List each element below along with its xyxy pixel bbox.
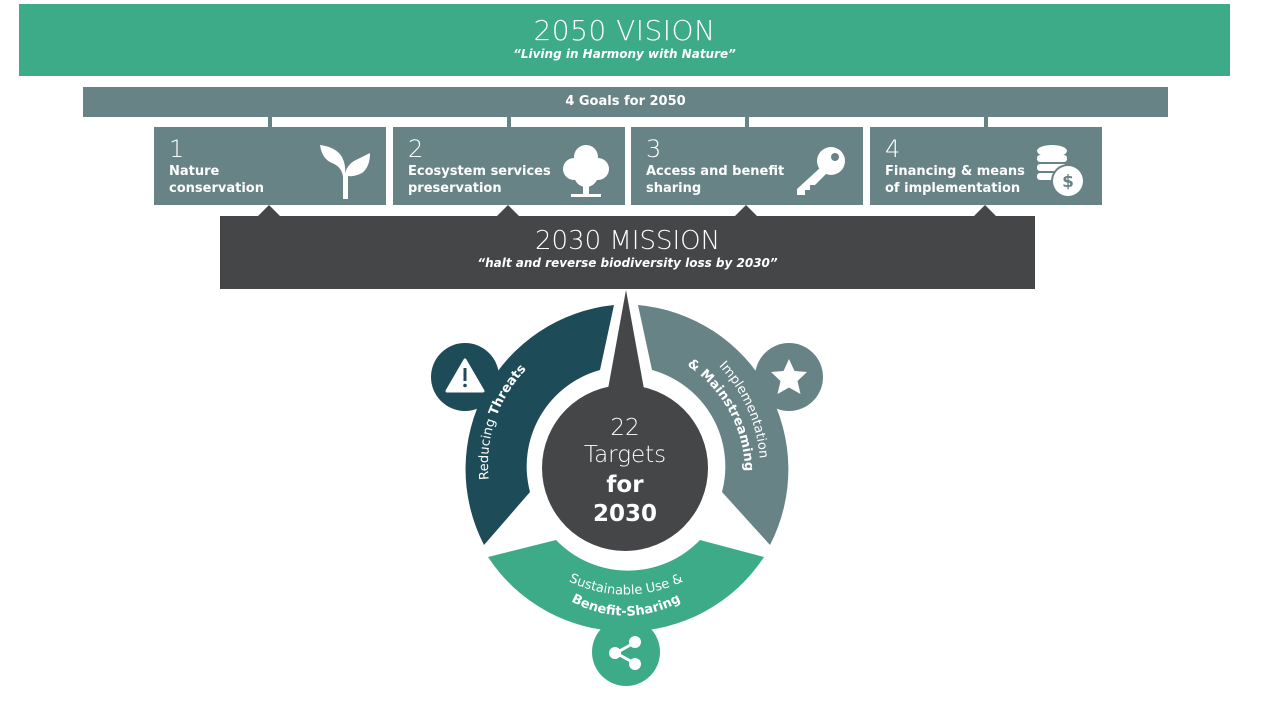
goal-label: Ecosystem services preservation [408,163,551,197]
goal-label-line: preservation [408,181,502,196]
connector [984,117,988,127]
coins-dollar-icon: $ [1037,145,1085,198]
share-icon [609,636,641,670]
star-icon [771,359,807,394]
segment-reducing-threats [465,305,614,545]
vision-title: 2050 VISION [533,14,716,47]
mission-pointer [606,290,646,400]
targets-for: for [606,472,644,498]
mission-title: 2030 MISSION [534,226,721,256]
connector [507,117,511,127]
key-icon [797,147,845,195]
goal-label-line: sharing [646,181,702,196]
vision-subtitle: “Living in Harmony with Nature” [513,47,736,61]
goals-bar: 4 Goals for 2050 [83,87,1168,117]
goal-label-line: Access and benefit [646,164,785,179]
goal-card-4: 4 Financing & means of implementation $ [870,127,1102,205]
mission-banner: 2030 MISSION “halt and reverse biodivers… [220,216,1035,289]
goal-number: 1 [169,135,185,163]
vision-banner: 2050 VISION “Living in Harmony with Natu… [19,4,1230,76]
goal-card-1: 1 Nature conservation [154,127,386,205]
warning-icon [445,358,485,393]
goal-card-3: 3 Access and benefit sharing [631,127,863,205]
goal-label-line: of implementation [885,181,1021,196]
goal-label-line: Financing & means [885,164,1025,179]
connector [268,117,272,127]
segment-sustainable-use [488,540,764,632]
goal-card-2: 2 Ecosystem services preservation [393,127,625,205]
tree-icon [563,145,609,197]
mission-subtitle: “halt and reverse biodiversity loss by 2… [477,256,778,270]
goal-number: 3 [646,135,662,163]
sprout-icon [320,145,370,199]
svg-text:$: $ [1062,172,1074,192]
pointer [735,205,757,216]
targets-label: Targets [584,442,666,468]
targets-year: 2030 [593,501,657,527]
share-icon-circle [592,618,660,686]
goal-label: Nature conservation [169,163,264,197]
pointer [974,205,996,216]
goal-label-line: conservation [169,181,264,196]
goal-number: 4 [885,135,901,163]
pointer [258,205,280,216]
connector [745,117,749,127]
goal-label-line: Ecosystem services [408,164,551,179]
goal-number: 2 [408,135,424,163]
goal-label: Access and benefit sharing [646,163,784,197]
targets-center [542,385,708,551]
goal-label: Financing & means of implementation [885,163,1025,197]
goal-label-line: Nature [169,164,220,179]
targets-count: 22 [610,415,639,441]
segment-implementation [638,305,789,545]
pointer [497,205,519,216]
